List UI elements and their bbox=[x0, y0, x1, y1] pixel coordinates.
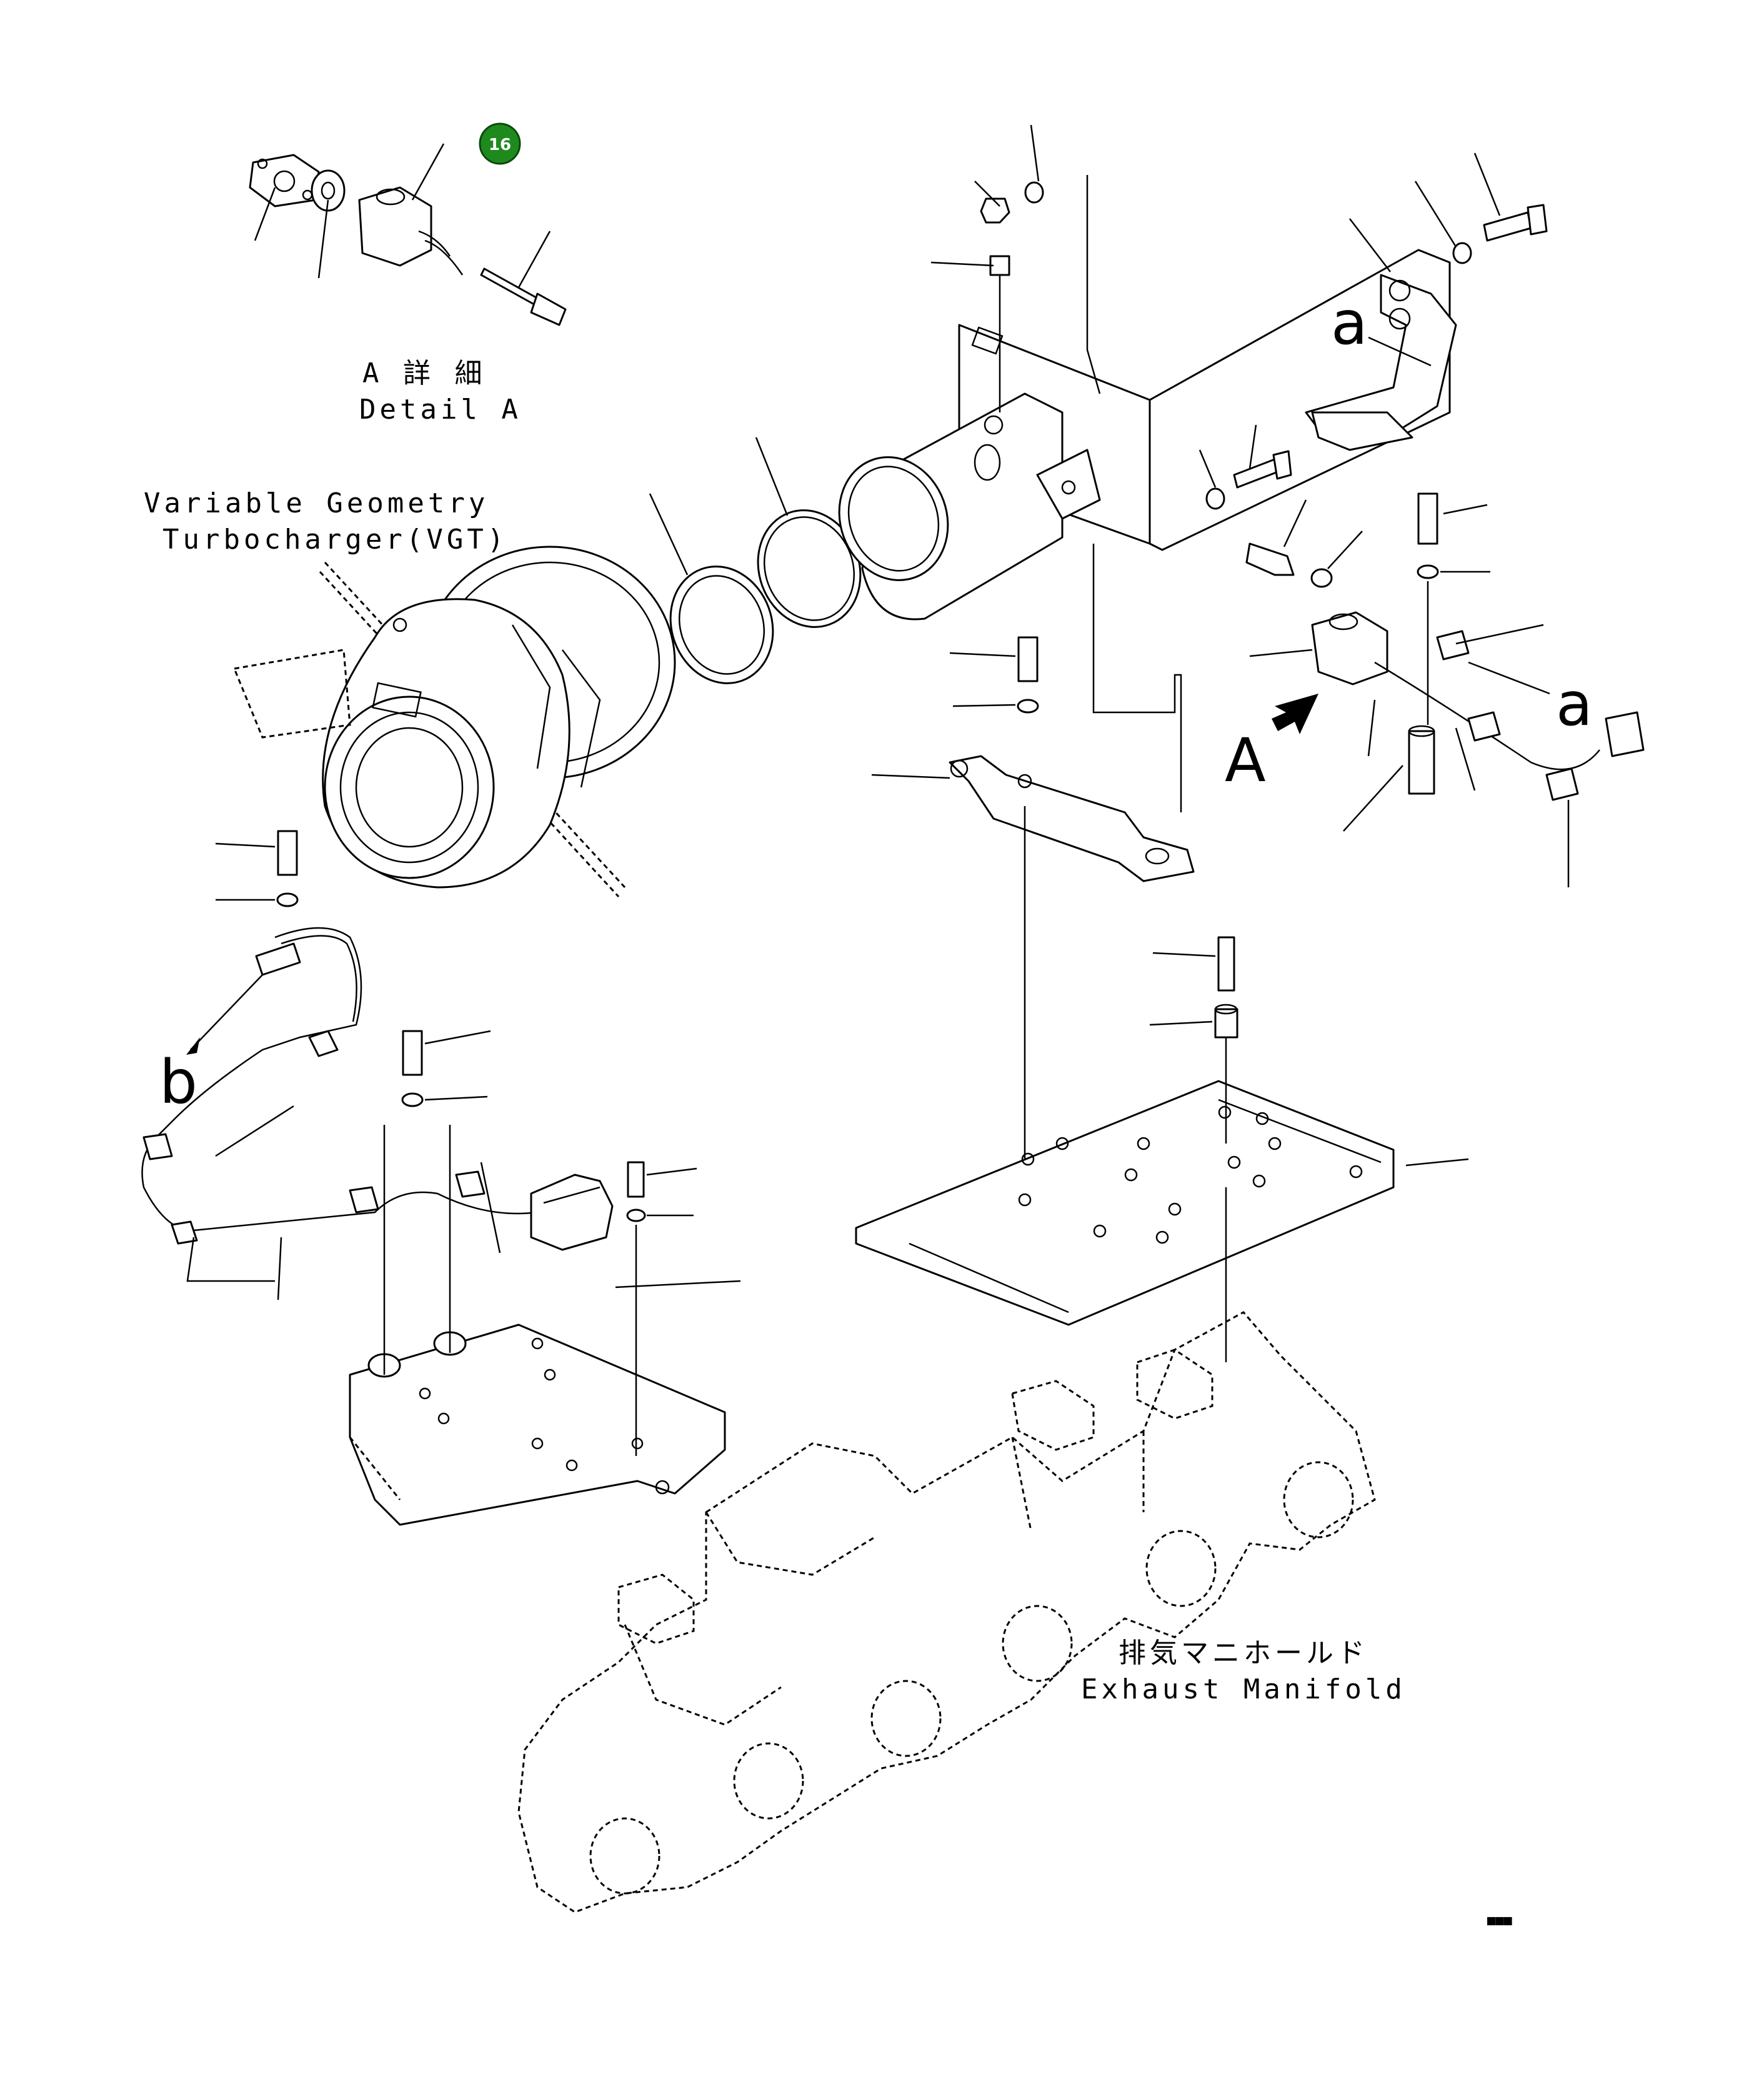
svg-text:A: A bbox=[1225, 725, 1266, 795]
svg-text:Variable Geometry: Variable Geometry bbox=[144, 487, 489, 519]
middle-bracket bbox=[871, 636, 1195, 1162]
exhaust-manifold: 排気マニホールド Exhaust Manifold bbox=[517, 1311, 1406, 1913]
svg-text:a: a bbox=[1556, 669, 1593, 739]
seal-rings bbox=[649, 437, 862, 684]
detail-a-group: A 詳 細 Detail A bbox=[249, 143, 567, 426]
heat-shield bbox=[349, 1125, 726, 1526]
top-hardware bbox=[930, 124, 1044, 412]
turbocharger bbox=[232, 546, 676, 898]
bracket-top-right: a bbox=[1305, 152, 1548, 451]
exhaust-connector bbox=[838, 175, 1451, 812]
part-number-badge[interactable]: 16 bbox=[479, 122, 521, 165]
cover-plate bbox=[855, 936, 1469, 1362]
view-arrow-icon bbox=[1272, 694, 1318, 734]
detail-bolt bbox=[480, 267, 542, 307]
mid-right-hardware bbox=[1198, 424, 1490, 588]
vgt-label: Variable Geometry Turbocharger(VGT) bbox=[144, 487, 507, 556]
sensor-body bbox=[358, 186, 432, 267]
svg-text:b: b bbox=[159, 1047, 197, 1117]
svg-text:A 詳 細: A 詳 細 bbox=[362, 357, 486, 389]
right-sensor-assembly: a A bbox=[1225, 581, 1645, 887]
svg-text:16: 16 bbox=[489, 136, 511, 154]
washer bbox=[311, 169, 346, 212]
svg-text:Turbocharger(VGT): Turbocharger(VGT) bbox=[162, 524, 507, 556]
svg-text:Exhaust Manifold: Exhaust Manifold bbox=[1081, 1673, 1406, 1705]
left-harness: b bbox=[141, 830, 741, 1300]
page-code: ■■■ bbox=[1487, 1913, 1512, 1928]
svg-text:Detail A: Detail A bbox=[359, 394, 522, 426]
svg-text:排気マニホールド: 排気マニホールド bbox=[1119, 1637, 1368, 1669]
svg-text:a: a bbox=[1331, 288, 1368, 358]
